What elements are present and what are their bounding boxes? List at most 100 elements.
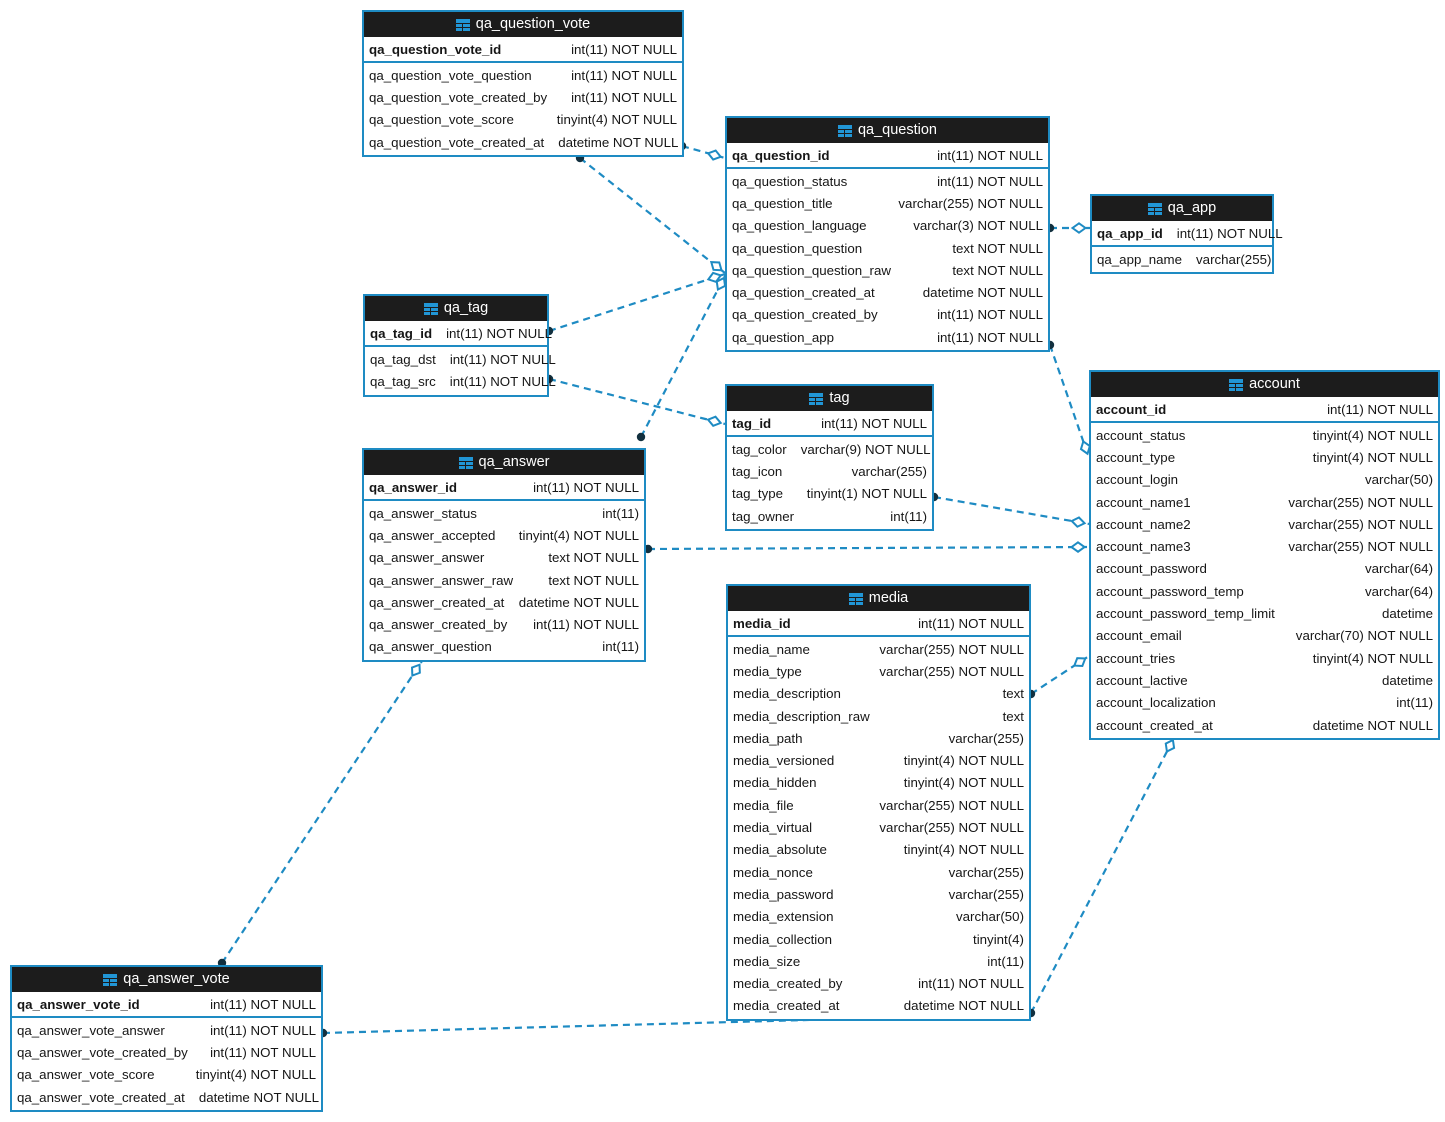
entity-header-qa_question_vote[interactable]: qa_question_vote [364,12,682,37]
field-type: datetime NOT NULL [903,998,1024,1014]
entity-header-account[interactable]: account [1091,372,1438,397]
field-type: tinyint(4) NOT NULL [903,753,1024,769]
entity-header-qa_question[interactable]: qa_question [727,118,1048,143]
entity-header-qa_answer[interactable]: qa_answer [364,450,644,475]
entity-header-qa_answer_vote[interactable]: qa_answer_vote [12,967,321,992]
entity-header-media[interactable]: media [728,586,1029,611]
field-name: qa_answer_created_at [369,594,505,610]
relationship-qa_answer-to-account [643,541,1090,554]
relationship-media-to-account [1026,655,1090,699]
field-type: int(11) [602,505,639,521]
entity-header-qa_app[interactable]: qa_app [1092,196,1272,221]
field-type: int(11) NOT NULL [210,996,316,1012]
field-name: tag_type [732,486,784,502]
field-type: text NOT NULL [548,550,639,566]
relationship-tag-to-account [929,492,1090,528]
field-type: tinyint(4) NOT NULL [1312,427,1433,443]
entity-header-tag[interactable]: tag [727,386,932,411]
entity-header-qa_tag[interactable]: qa_tag [365,296,547,321]
